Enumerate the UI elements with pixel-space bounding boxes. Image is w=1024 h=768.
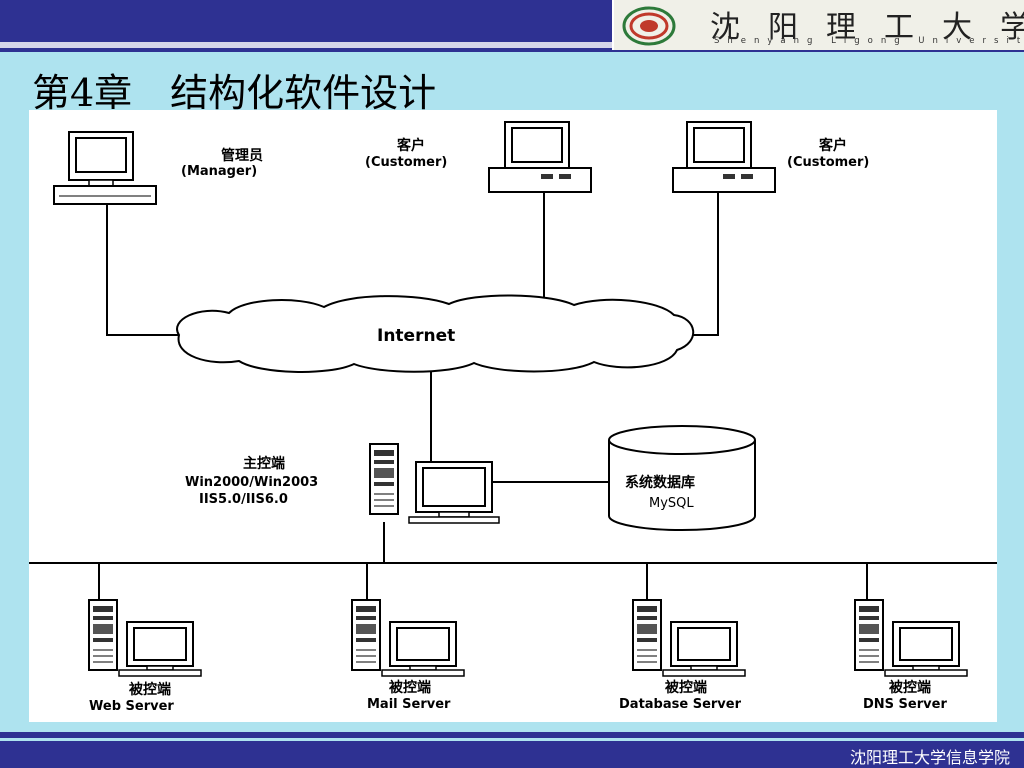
customer-sublabel: (Customer) — [787, 155, 869, 170]
network-diagram-svg: 管理员 (Manager) 客户 (Customer) 客户 (Customer… — [29, 121, 997, 714]
database-cylinder-icon — [608, 425, 756, 531]
customer-computer-icon — [672, 121, 776, 193]
dns-server-icon — [855, 600, 967, 676]
dns-server-sublabel: DNS Server — [863, 697, 947, 712]
database-server-sublabel: Database Server — [619, 697, 742, 712]
manager-label: 管理员 — [221, 147, 263, 164]
header-divider — [0, 42, 612, 48]
mail-server-sublabel: Mail Server — [367, 697, 451, 712]
connection-lines — [29, 192, 997, 600]
master-os-label: Win2000/Win2003 — [185, 475, 318, 490]
logo-chinese-text: 沈阳理工大学 — [710, 10, 1024, 45]
manager-computer-icon — [53, 131, 157, 205]
web-server-label: 被控端 — [129, 681, 171, 698]
customer-label: 客户 — [818, 137, 847, 154]
customer-label: 客户 — [396, 137, 425, 154]
web-server-sublabel: Web Server — [89, 699, 174, 714]
university-emblem-icon — [622, 6, 676, 46]
footer-band — [0, 732, 1024, 768]
internet-label: Internet — [377, 326, 455, 346]
manager-sublabel: (Manager) — [181, 164, 257, 179]
mail-server-label: 被控端 — [389, 679, 431, 696]
web-server-icon — [89, 600, 201, 676]
slide-title: 第4章 结构化软件设计 — [32, 71, 437, 115]
master-label: 主控端 — [243, 455, 285, 472]
database-sublabel: MySQL — [649, 496, 694, 511]
database-server-label: 被控端 — [665, 679, 707, 696]
dns-server-label: 被控端 — [889, 679, 931, 696]
customer-computer-icon — [488, 121, 592, 193]
master-iis-label: IIS5.0/IIS6.0 — [199, 492, 288, 507]
customer-sublabel: (Customer) — [365, 155, 447, 170]
university-logo: 沈阳理工大学 Shenyang Ligong University — [612, 0, 1024, 50]
master-server-icon — [369, 443, 500, 524]
mail-server-icon — [352, 600, 464, 676]
database-server-icon — [633, 600, 745, 676]
logo-english-text: Shenyang Ligong University — [714, 36, 1024, 46]
footer-divider — [0, 738, 1024, 741]
footer-organization: 沈阳理工大学信息学院 — [849, 748, 1010, 767]
database-label: 系统数据库 — [625, 474, 695, 491]
internet-cloud-icon — [176, 294, 695, 373]
network-diagram: 管理员 (Manager) 客户 (Customer) 客户 (Customer… — [29, 110, 997, 722]
